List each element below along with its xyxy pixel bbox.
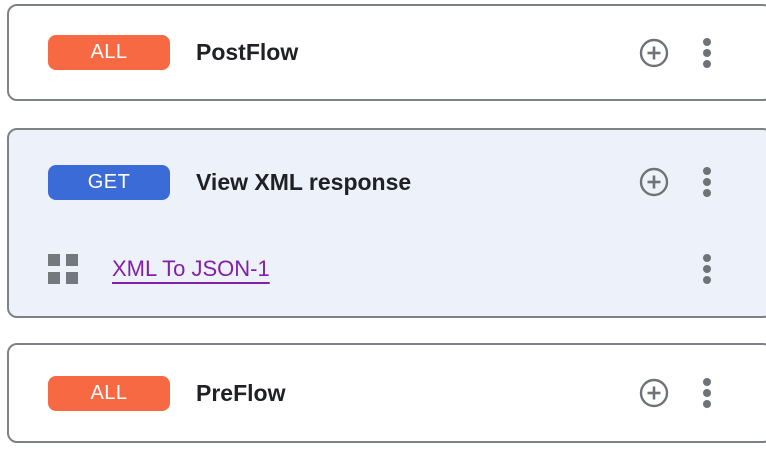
flow-row: ALL PostFlow: [9, 6, 766, 99]
flow-menu-button[interactable]: [703, 167, 711, 197]
plus-circle-icon: [639, 378, 669, 408]
plus-circle-icon: [639, 167, 669, 197]
flow-card-preflow[interactable]: ALL PreFlow: [7, 343, 766, 443]
kebab-menu-icon: [703, 378, 711, 386]
kebab-menu-icon: [703, 254, 711, 262]
method-badge: ALL: [48, 35, 170, 70]
plus-circle-icon: [639, 38, 669, 67]
method-badge: ALL: [48, 375, 170, 411]
flow-title: View XML response: [196, 168, 412, 195]
add-policy-button[interactable]: [639, 167, 669, 197]
kebab-menu-icon: [703, 37, 711, 46]
flow-card-postflow[interactable]: ALL PostFlow: [7, 4, 766, 101]
flow-row: GET View XML response: [9, 130, 766, 234]
add-policy-button[interactable]: [639, 378, 669, 408]
policy-grid-icon: [48, 254, 78, 284]
policy-link[interactable]: XML To JSON-1: [112, 256, 270, 281]
flow-row: ALL PreFlow: [9, 345, 766, 441]
kebab-menu-icon: [703, 167, 711, 175]
policy-row: XML To JSON-1: [9, 234, 766, 304]
flow-menu-button[interactable]: [703, 37, 711, 68]
add-policy-button[interactable]: [639, 38, 669, 68]
flow-title: PostFlow: [196, 39, 299, 65]
flow-menu-button[interactable]: [703, 378, 711, 408]
policy-menu-button[interactable]: [703, 254, 711, 284]
flow-title: PreFlow: [196, 379, 286, 406]
flow-card-view-xml-response[interactable]: GET View XML response XML To JSON-1: [7, 128, 766, 318]
method-badge: GET: [48, 164, 170, 200]
